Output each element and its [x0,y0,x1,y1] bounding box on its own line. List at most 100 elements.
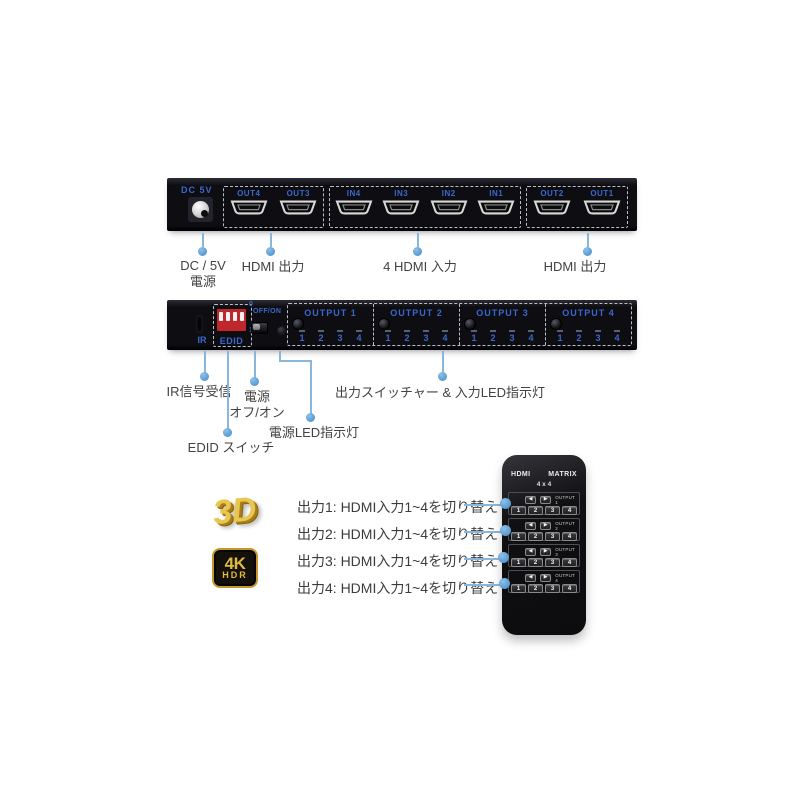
output3-channels: 1 2 3 4 [460,330,545,343]
hdmi-port-icon [533,200,571,215]
output3-title: OUTPUT 3 [476,308,529,318]
channel: 1 [470,330,478,343]
4k-hdr-badge: 4K HDR [212,548,258,588]
channel: 3 [422,330,430,343]
remote-group3-label: OUTPUT 3 [555,546,575,557]
remote-key: 1 [511,506,526,515]
callout-label-hdmi-out-left: HDMI 出力 [241,259,305,274]
hdmi-port-icon [430,200,467,215]
power-toggle-knob [253,324,260,330]
remote-header: HDMI MATRIX [511,471,577,478]
input-led-icon [528,330,534,332]
output1-title: OUTPUT 1 [304,308,357,318]
port-in3-label: IN3 [394,189,409,198]
callout-dot-power [250,377,259,386]
remote-key: 2 [528,584,543,593]
feature-line-output4: 出力4: HDMI入力1~4を切り替え [297,580,499,596]
port-in1: IN1 [476,189,516,216]
remote-group-output4: ◀ ▶ OUTPUT 4 1 2 3 4 [508,570,580,593]
callout-line-hdmi-out-left [270,233,272,247]
front-panel: IR 0 1 EDID OFF/ON OUTPUT 1 1 2 3 4 [167,300,637,350]
dc-jack-hole [201,210,208,217]
channel-number: 2 [404,333,410,343]
channel: 3 [594,330,602,343]
channel: 4 [441,330,449,343]
remote-key: 3 [545,506,560,515]
channel: 2 [317,330,325,343]
dip-lever [240,312,245,321]
channel-number: 1 [385,333,391,343]
remote-group3-row1: ◀ ▶ OUTPUT 3 [511,546,577,557]
channel-number: 3 [423,333,429,343]
callout-label-dc-line2: 電源 [189,274,217,289]
callout-dot-led [306,413,315,422]
callout-line-led-seg2 [279,360,312,362]
callout-label-hdmi-in: 4 HDMI 入力 [383,259,457,274]
feature-line-output1: 出力1: HDMI入力1~4を切り替え [297,499,499,515]
callout-dot-ir [200,372,209,381]
hdmi-port-icon [335,200,372,215]
hdmi-port-icon [478,200,515,215]
callout-dot-edid [223,428,232,437]
port-out3: OUT3 [278,189,318,216]
channel-number: 4 [356,333,362,343]
input-led-icon [576,330,582,332]
hdr-badge-text: HDR [222,570,248,580]
port-out1: OUT1 [582,189,622,216]
edid-dip-switch [217,309,246,331]
connector-line-3 [464,558,504,560]
channel: 3 [336,330,344,343]
channel-number: 2 [490,333,496,343]
prev-arrow-icon: ◀ [525,521,537,530]
next-arrow-icon: ▶ [540,521,552,530]
callout-line-hdmi-out-right [587,233,589,247]
channel-number: 4 [614,333,620,343]
channel: 4 [613,330,621,343]
callout-label-hdmi-out-right: HDMI 出力 [543,259,607,274]
dc-jack-ring [192,201,209,218]
port-out2-label: OUT2 [540,189,564,198]
next-arrow-icon: ▶ [540,573,552,582]
callout-label-dc-line1: DC / 5V [180,258,226,273]
callout-label-ir: IR信号受信 [166,384,232,399]
connector-line-4 [464,584,505,586]
next-arrow-icon: ▶ [540,495,552,504]
ir-label: IR [197,335,207,345]
channel: 4 [527,330,535,343]
port-out4-label: OUT4 [237,189,261,198]
power-led [277,326,286,335]
remote-key: 4 [562,584,577,593]
port-in2: IN2 [429,189,469,216]
next-arrow-icon: ▶ [540,547,552,556]
remote-group1-row1: ◀ ▶ OUTPUT 1 [511,495,577,505]
channel-number: 1 [471,333,477,343]
remote-group4-label: OUTPUT 4 [555,572,575,583]
power-toggle-switch [251,322,268,334]
remote-key: 3 [545,584,560,593]
remote-key: 4 [562,506,577,515]
3d-badge-text: 3D [211,489,259,532]
output2-title: OUTPUT 2 [390,308,443,318]
channel: 2 [403,330,411,343]
feature-line-output2: 出力2: HDMI入力1~4を切り替え [297,526,499,542]
output-section-3: OUTPUT 3 1 2 3 4 [460,304,546,345]
connector-dot-2 [500,525,511,536]
hdmi-port-icon [583,200,621,215]
remote-key: 3 [545,558,560,567]
remote-key: 2 [528,558,543,567]
remote-group2-row2: 1 2 3 4 [511,532,577,541]
output-section-1: OUTPUT 1 1 2 3 4 [288,304,374,345]
channel-number: 2 [576,333,582,343]
dip-lever [233,312,238,321]
channel-number: 3 [337,333,343,343]
3d-badge: 3D [208,487,262,535]
callout-label-edid: EDID スイッチ [187,440,275,455]
remote-button-groups: ◀ ▶ OUTPUT 1 1 2 3 4 ◀ ▶ OUTPUT 2 [508,492,580,596]
port-out1-label: OUT1 [590,189,614,198]
edid-label: EDID [219,336,244,346]
channel-number: 3 [595,333,601,343]
prev-arrow-icon: ◀ [525,495,537,504]
port-out3-label: OUT3 [286,189,310,198]
callout-label-power-line2: オフ/オン [229,405,285,420]
